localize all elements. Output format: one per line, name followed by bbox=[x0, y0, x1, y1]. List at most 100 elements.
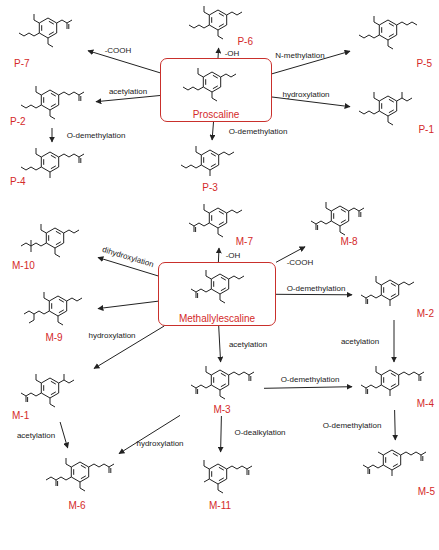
molecule bbox=[359, 16, 417, 49]
compound-label: M-1 bbox=[12, 410, 29, 422]
bond bbox=[227, 210, 242, 213]
bond bbox=[50, 116, 55, 119]
bond bbox=[363, 465, 378, 474]
bond bbox=[24, 311, 44, 323]
reaction-arrow bbox=[219, 326, 221, 362]
bond bbox=[206, 270, 207, 276]
reaction-arrow bbox=[218, 48, 220, 58]
bond bbox=[399, 282, 414, 285]
bond bbox=[198, 68, 199, 74]
compound-node: M-2 bbox=[352, 270, 436, 320]
bond bbox=[212, 98, 217, 101]
compound-label: P-1 bbox=[418, 124, 434, 136]
reaction-arrow bbox=[98, 301, 158, 308]
bond bbox=[48, 44, 53, 47]
compound-node: P-3 bbox=[172, 140, 248, 194]
molecule bbox=[19, 14, 72, 47]
bond bbox=[359, 35, 374, 38]
ring bbox=[198, 72, 221, 98]
bond bbox=[220, 396, 225, 399]
molecule bbox=[21, 86, 84, 119]
compound-label: P-7 bbox=[14, 58, 30, 70]
bond bbox=[191, 385, 206, 394]
bond bbox=[359, 111, 374, 114]
bond bbox=[59, 92, 84, 101]
compound-label: P-3 bbox=[172, 182, 248, 194]
reaction-label: acetylation bbox=[109, 87, 147, 96]
bond bbox=[191, 289, 206, 298]
bond bbox=[21, 393, 36, 402]
ring bbox=[206, 274, 229, 300]
compound-node: M-6 bbox=[35, 448, 119, 512]
compound-node: P-5 bbox=[350, 8, 434, 70]
bond bbox=[221, 74, 236, 77]
bond bbox=[218, 490, 223, 493]
compound-label: M-2 bbox=[417, 308, 434, 320]
bond bbox=[340, 232, 345, 235]
bond bbox=[64, 374, 65, 380]
molecule bbox=[21, 148, 84, 178]
molecule bbox=[21, 374, 74, 407]
bond bbox=[80, 488, 85, 491]
reaction-label: O-demethylation bbox=[281, 375, 340, 384]
reaction-label: -COOH bbox=[105, 46, 132, 55]
bond bbox=[206, 366, 207, 372]
bond bbox=[376, 276, 377, 282]
molecule bbox=[361, 276, 414, 306]
bond bbox=[59, 380, 74, 383]
compound-label: Methallylescaline bbox=[159, 313, 275, 325]
reaction-arrow bbox=[212, 122, 213, 140]
compound-node: P-6 bbox=[185, 2, 255, 48]
bond bbox=[34, 14, 35, 20]
bond bbox=[399, 372, 424, 381]
bond bbox=[44, 292, 45, 298]
bond bbox=[50, 404, 55, 407]
reaction-label: -COOH bbox=[287, 258, 314, 267]
ring bbox=[376, 370, 399, 396]
compound-label: P-5 bbox=[416, 58, 432, 70]
reaction-arrow bbox=[394, 410, 396, 440]
molecule bbox=[24, 292, 82, 325]
bond bbox=[67, 298, 82, 301]
bond bbox=[229, 276, 244, 279]
reaction-arrow bbox=[218, 248, 220, 262]
ring bbox=[204, 464, 227, 490]
ring bbox=[36, 378, 59, 404]
reaction-label: hydroxylation bbox=[136, 439, 183, 448]
reaction-label: N-methylation bbox=[275, 51, 324, 60]
reaction-label: -OH bbox=[226, 251, 241, 260]
bond bbox=[89, 464, 114, 473]
reaction-arrow bbox=[96, 96, 160, 102]
compound-label: P-6 bbox=[237, 36, 253, 48]
reaction-label: hydroxylation bbox=[88, 331, 135, 340]
bond bbox=[196, 146, 197, 152]
compound-label: M-4 bbox=[417, 398, 434, 410]
molecule bbox=[189, 204, 242, 237]
bond bbox=[397, 22, 417, 25]
molecule bbox=[181, 146, 234, 176]
ring bbox=[66, 462, 89, 488]
ring bbox=[374, 20, 397, 46]
compound-label: M-11 bbox=[182, 500, 258, 512]
bond bbox=[349, 208, 364, 217]
compound-node: P-7 bbox=[12, 8, 88, 70]
bond bbox=[21, 105, 36, 108]
bond bbox=[204, 6, 205, 12]
parent-compound-box: Proscaline bbox=[160, 58, 272, 122]
reaction-arrow bbox=[60, 422, 68, 448]
compound-node: M-9 bbox=[10, 284, 98, 344]
ring bbox=[378, 450, 401, 476]
molecule bbox=[191, 366, 254, 399]
bond bbox=[21, 167, 36, 170]
ring bbox=[34, 18, 57, 44]
compound-node: M-3 bbox=[180, 362, 264, 416]
reaction-arrow bbox=[394, 320, 395, 362]
bond bbox=[229, 372, 254, 381]
compound-node: M-4 bbox=[352, 362, 436, 410]
ring bbox=[196, 150, 219, 176]
reaction-label: acetylation bbox=[229, 340, 267, 349]
bond bbox=[401, 452, 426, 461]
bond bbox=[55, 254, 60, 257]
